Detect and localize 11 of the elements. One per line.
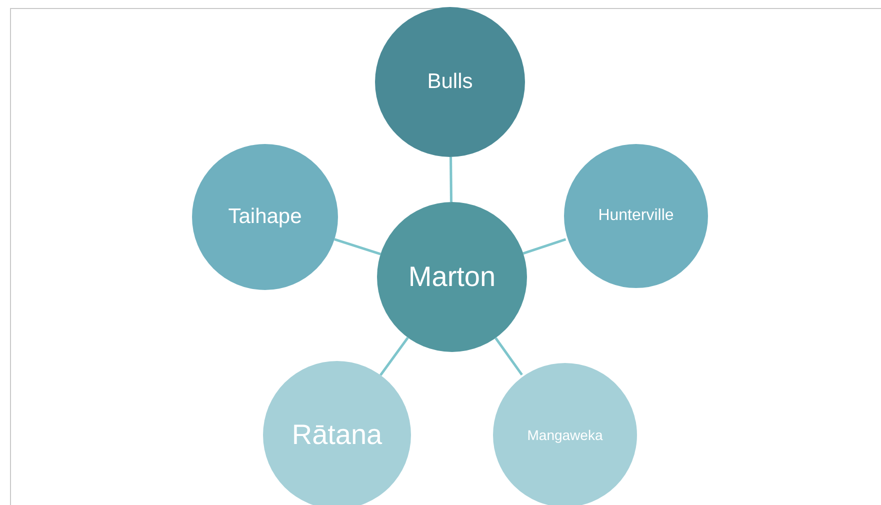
connector-line: [334, 238, 381, 256]
town-name: Marton: [408, 261, 496, 293]
connector-line: [380, 336, 409, 376]
connector-line: [494, 337, 523, 376]
town-name: Rātana: [292, 419, 382, 451]
connector-line: [522, 238, 566, 255]
town-name: Taihape: [228, 205, 302, 229]
town-name: Bulls: [427, 70, 473, 94]
town-name: Hunterville: [598, 207, 674, 225]
connector-line: [450, 156, 452, 202]
town-name: Mangaweka: [527, 427, 603, 443]
